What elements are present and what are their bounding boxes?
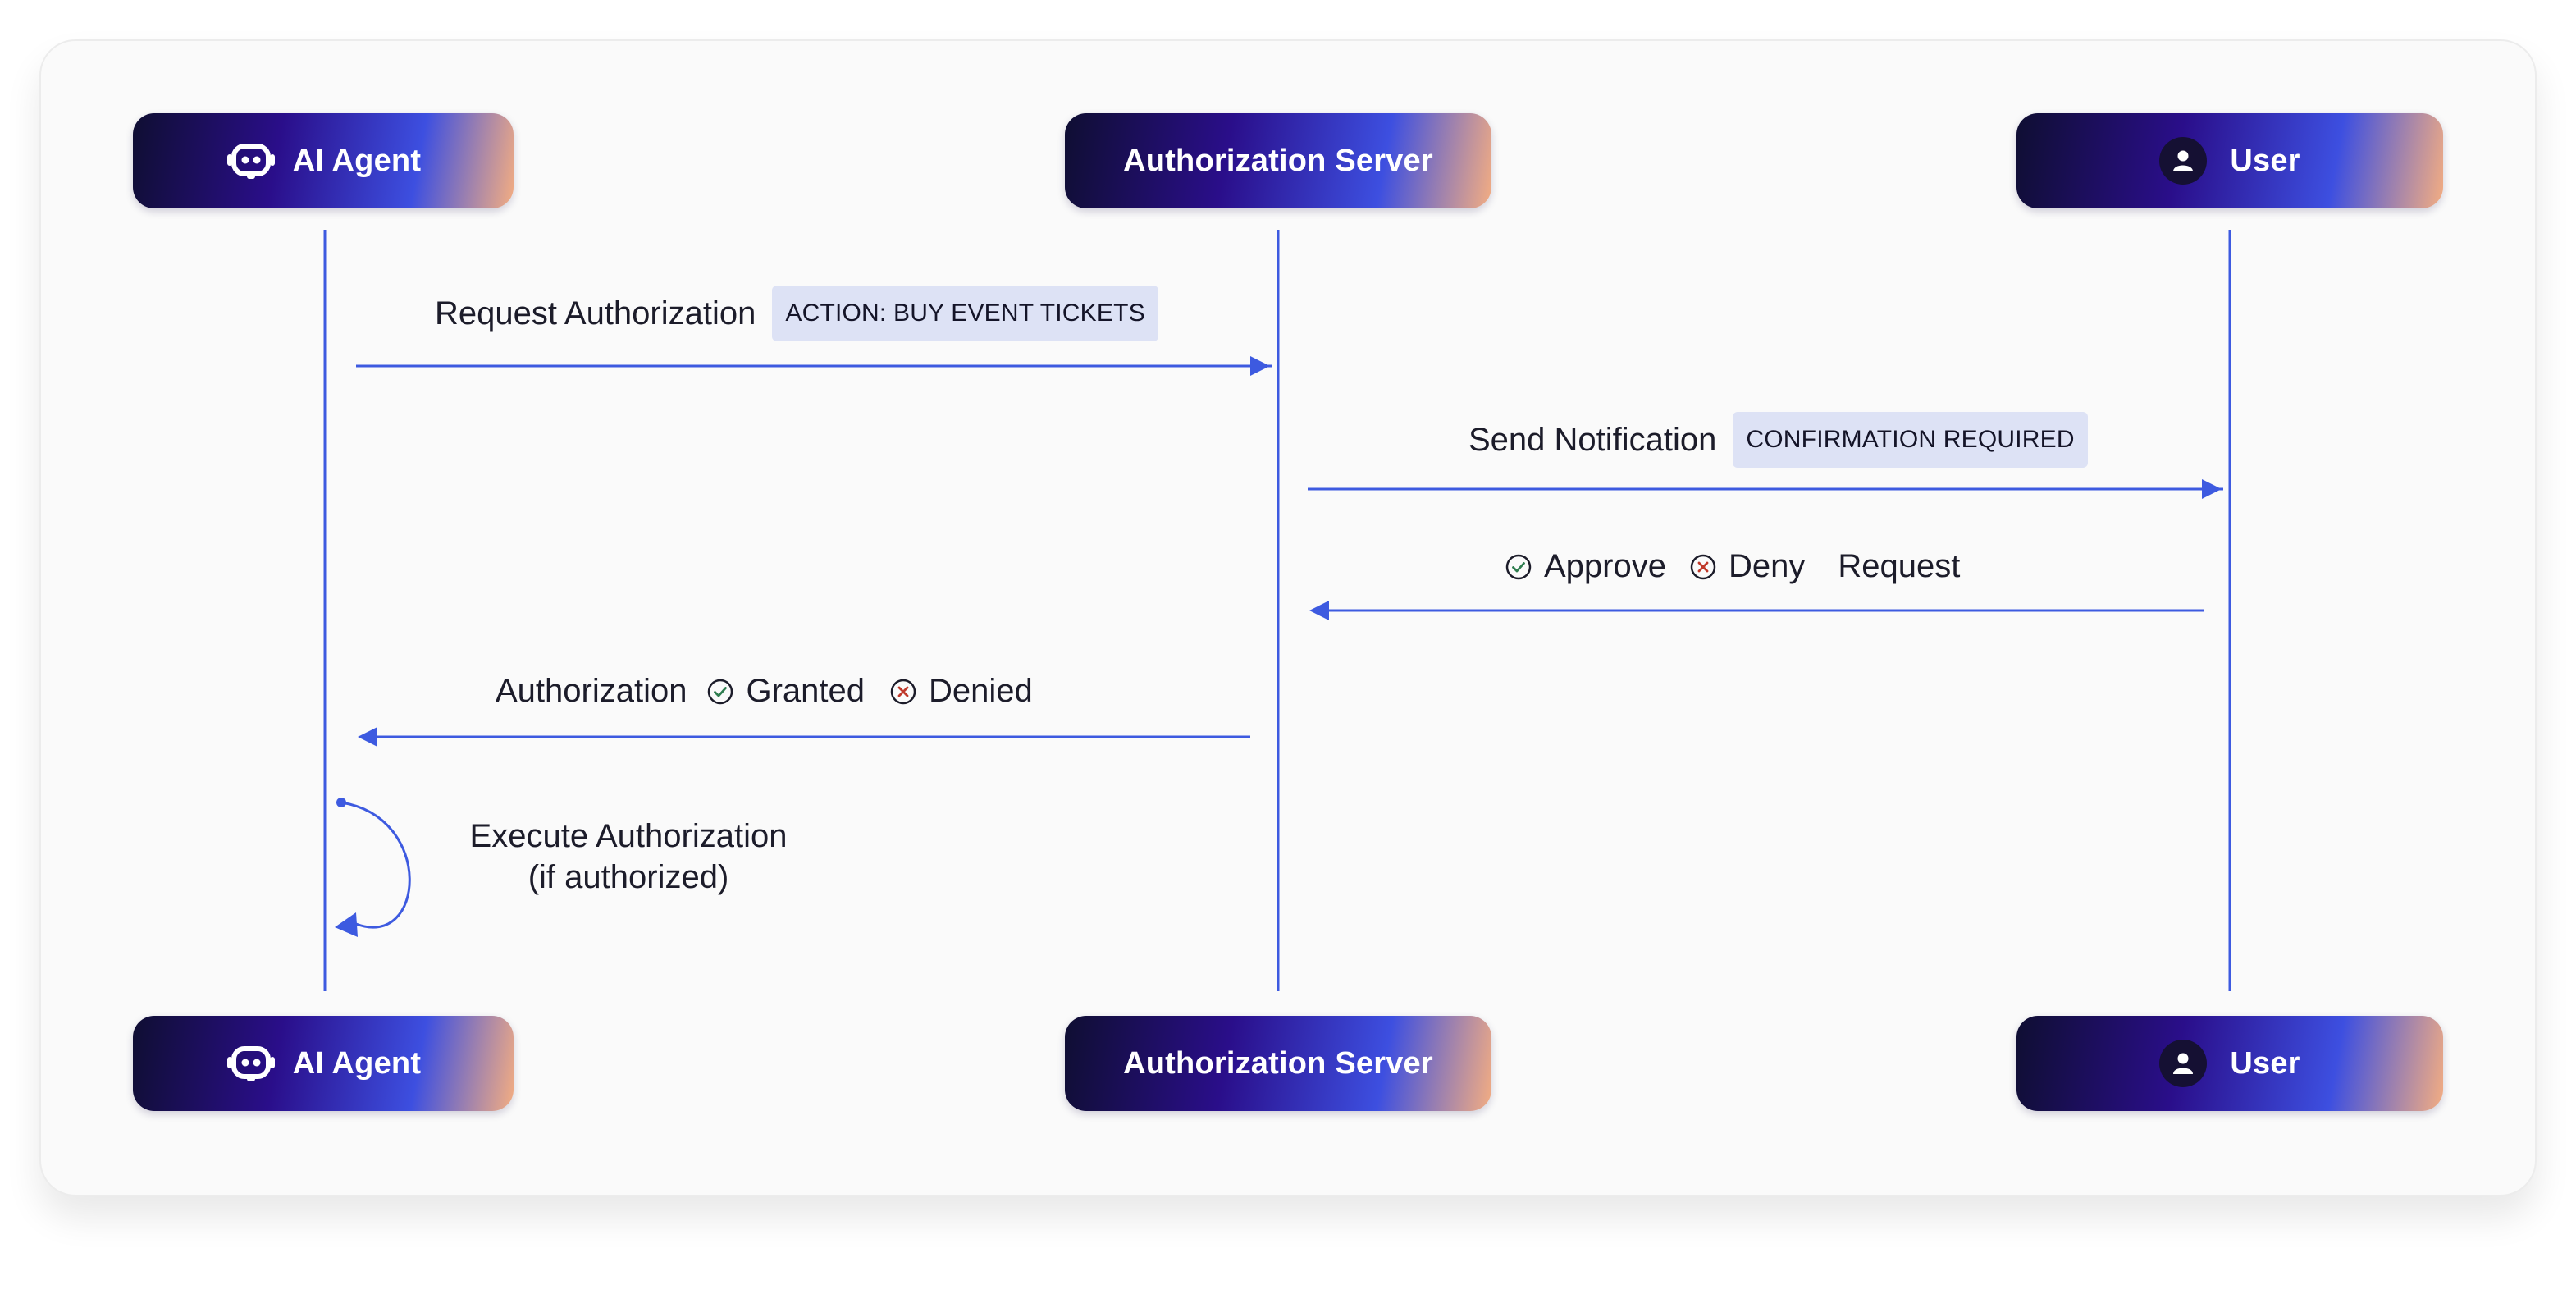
denied-label: Denied: [929, 673, 1033, 709]
self-loop-start-dot: [336, 798, 346, 807]
arrowhead-response: [1309, 601, 1329, 620]
actor-agent-label: AI Agent: [292, 1045, 422, 1081]
diagram-lines: [323, 230, 2231, 991]
actor-user-top: User: [2016, 113, 2443, 208]
request-label: Request: [1838, 548, 1961, 584]
message-request-text: Request Authorization: [435, 295, 756, 332]
actor-server-label: Authorization Server: [1123, 1045, 1433, 1081]
approve-label: Approve: [1544, 548, 1666, 584]
actor-user-label: User: [2230, 143, 2300, 178]
authorization-label: Authorization: [496, 673, 687, 709]
action-badge: ACTION: BUY EVENT TICKETS: [772, 286, 1158, 341]
check-circle-icon: [706, 678, 734, 706]
actor-server-label: Authorization Server: [1123, 143, 1433, 178]
confirmation-badge: CONFIRMATION REQUIRED: [1733, 412, 2088, 468]
check-circle-icon: [1505, 553, 1532, 581]
message-result: Authorization Granted Denied: [496, 673, 1033, 710]
sequence-diagram-card: AI Agent Authorization Server User Reque…: [39, 39, 2537, 1196]
arrowhead-execute: [335, 912, 358, 937]
granted-label: Granted: [746, 673, 866, 709]
arrowhead-result: [358, 727, 377, 747]
message-notify-text: Send Notification: [1468, 421, 1717, 458]
execute-line1: Execute Authorization: [469, 818, 788, 854]
actor-agent-bottom: AI Agent: [133, 1016, 514, 1111]
user-icon: [2159, 137, 2208, 185]
message-execute: Execute Authorization (if authorized): [415, 816, 842, 898]
robot-icon: [226, 1042, 276, 1085]
x-circle-icon: [889, 678, 917, 706]
actor-server-top: Authorization Server: [1065, 113, 1491, 208]
execute-line2: (if authorized): [528, 859, 729, 895]
robot-icon: [226, 139, 276, 182]
actor-user-label: User: [2230, 1045, 2300, 1081]
message-request: Request Authorization ACTION: BUY EVENT …: [435, 286, 1158, 341]
actor-server-bottom: Authorization Server: [1065, 1016, 1491, 1111]
actor-agent-label: AI Agent: [292, 143, 422, 178]
message-response: Approve Deny Request: [1505, 548, 1960, 585]
deny-label: Deny: [1728, 548, 1806, 584]
actor-user-bottom: User: [2016, 1016, 2443, 1111]
actor-agent-top: AI Agent: [133, 113, 514, 208]
arrowhead-request: [1250, 356, 1270, 376]
message-notify: Send Notification CONFIRMATION REQUIRED: [1468, 412, 2088, 468]
self-loop-execute: [340, 801, 411, 929]
arrowhead-notify: [2202, 479, 2222, 499]
x-circle-icon: [1689, 553, 1717, 581]
user-icon: [2159, 1040, 2208, 1087]
